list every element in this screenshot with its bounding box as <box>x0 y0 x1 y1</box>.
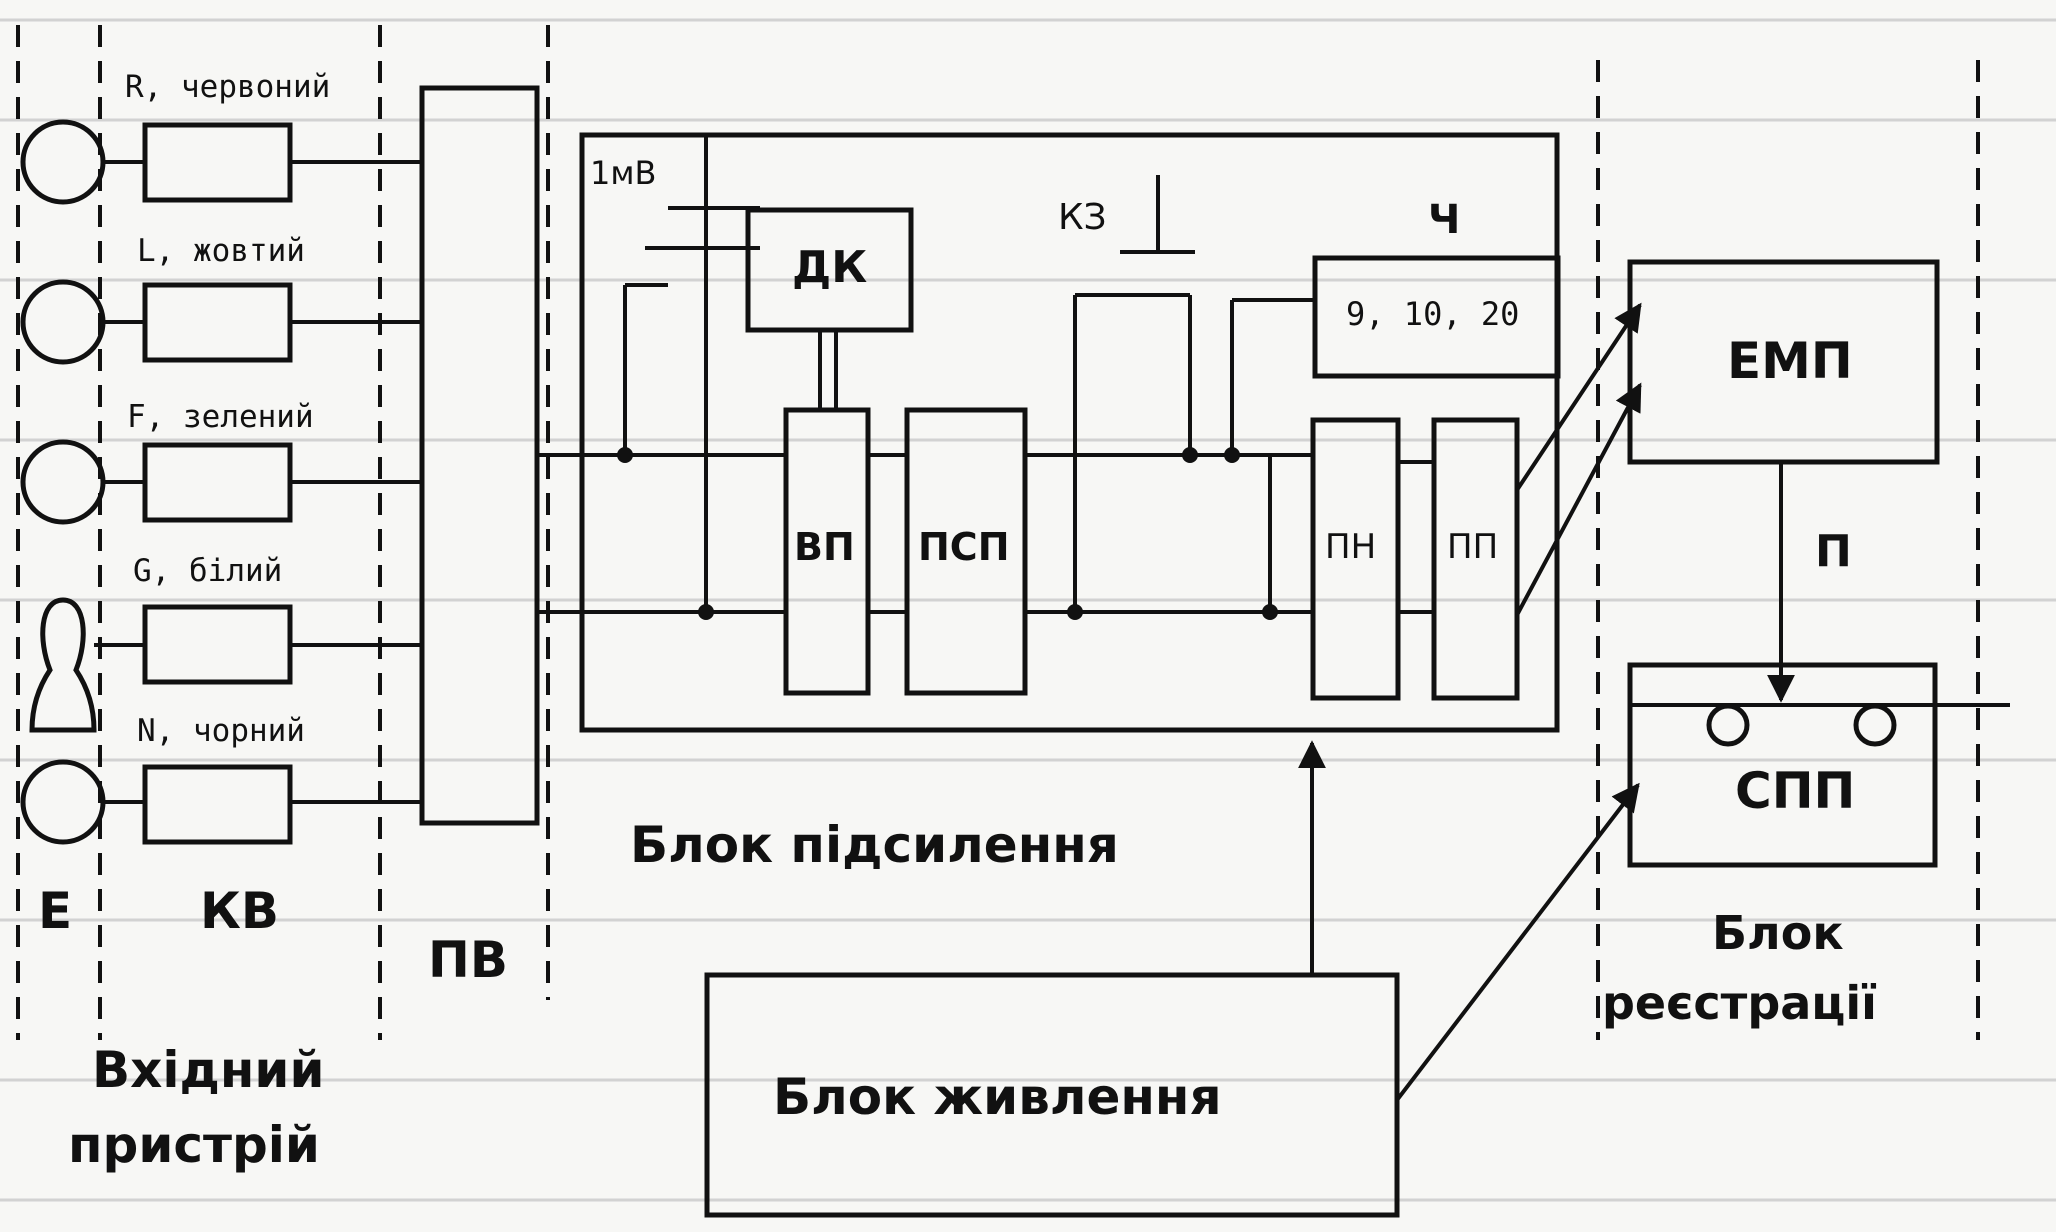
background-text-lines <box>0 18 2056 1202</box>
calibration-label: 1мВ <box>590 154 657 192</box>
dc-label: ДК <box>792 242 868 293</box>
electrode-n <box>20 759 106 845</box>
registration-block-label-1: Блок <box>1712 906 1844 960</box>
spp-label: СПП <box>1735 762 1856 820</box>
ch-label: Ч <box>1428 197 1461 243</box>
spp-box <box>1627 662 1938 868</box>
cable-resistor-f <box>142 442 293 523</box>
vp-label: ВП <box>794 525 855 569</box>
electrodes-label: Е <box>38 882 73 940</box>
output-arrow-2 <box>1515 382 1642 616</box>
output-arrow-1 <box>1515 302 1642 492</box>
lead-label-r: R, червоний <box>125 69 331 105</box>
psp-label: ПСП <box>918 525 1010 569</box>
pn-block <box>1310 417 1401 701</box>
vp-block <box>783 407 871 696</box>
lead-label-f: F, зелений <box>127 399 314 435</box>
spp-roller-left <box>1706 703 1750 747</box>
short-label: КЗ <box>1058 197 1107 238</box>
lead-label-n: N, чорний <box>137 713 305 749</box>
electrode-g <box>29 597 97 733</box>
cable-resistor-l <box>142 282 293 363</box>
lead-switch-box <box>419 85 540 826</box>
spp-roller-right <box>1853 703 1897 747</box>
emp-box <box>1627 259 1940 465</box>
pp-block <box>1431 417 1520 701</box>
dc-block <box>745 207 914 333</box>
lead-wires <box>94 160 422 804</box>
power-block-label: Блок живлення <box>773 1068 1222 1126</box>
cable-label: КВ <box>200 882 279 940</box>
pn-label: ПН <box>1325 527 1377 567</box>
cable-resistor-r <box>142 122 293 203</box>
switch-label: ПВ <box>428 931 508 989</box>
cable-resistor-g <box>142 604 293 685</box>
registration-block-label-2: реєстрації <box>1602 976 1877 1030</box>
lead-label-l: L, жовтий <box>137 233 305 269</box>
lead-label-g: G, білий <box>133 553 283 589</box>
junction-dots <box>617 447 1278 620</box>
psp-block <box>904 407 1028 696</box>
electrode-r <box>20 119 106 205</box>
power-arrow-recorder <box>1395 782 1640 1102</box>
input-device-label-1: Вхідний <box>92 1041 325 1099</box>
p-label: П <box>1815 526 1852 577</box>
amplification-block-label: Блок підсилення <box>630 816 1119 874</box>
cable-resistor-n <box>142 764 293 845</box>
emp-label: ЕМП <box>1727 332 1853 390</box>
electrode-f <box>20 439 106 525</box>
input-device-label-2: пристрій <box>68 1116 320 1174</box>
ch-block <box>1312 255 1561 379</box>
power-block-box <box>704 972 1400 1218</box>
pp-label: ПП <box>1447 527 1499 567</box>
electrode-l <box>20 279 106 365</box>
speeds-label: 9, 10, 20 <box>1346 295 1520 333</box>
